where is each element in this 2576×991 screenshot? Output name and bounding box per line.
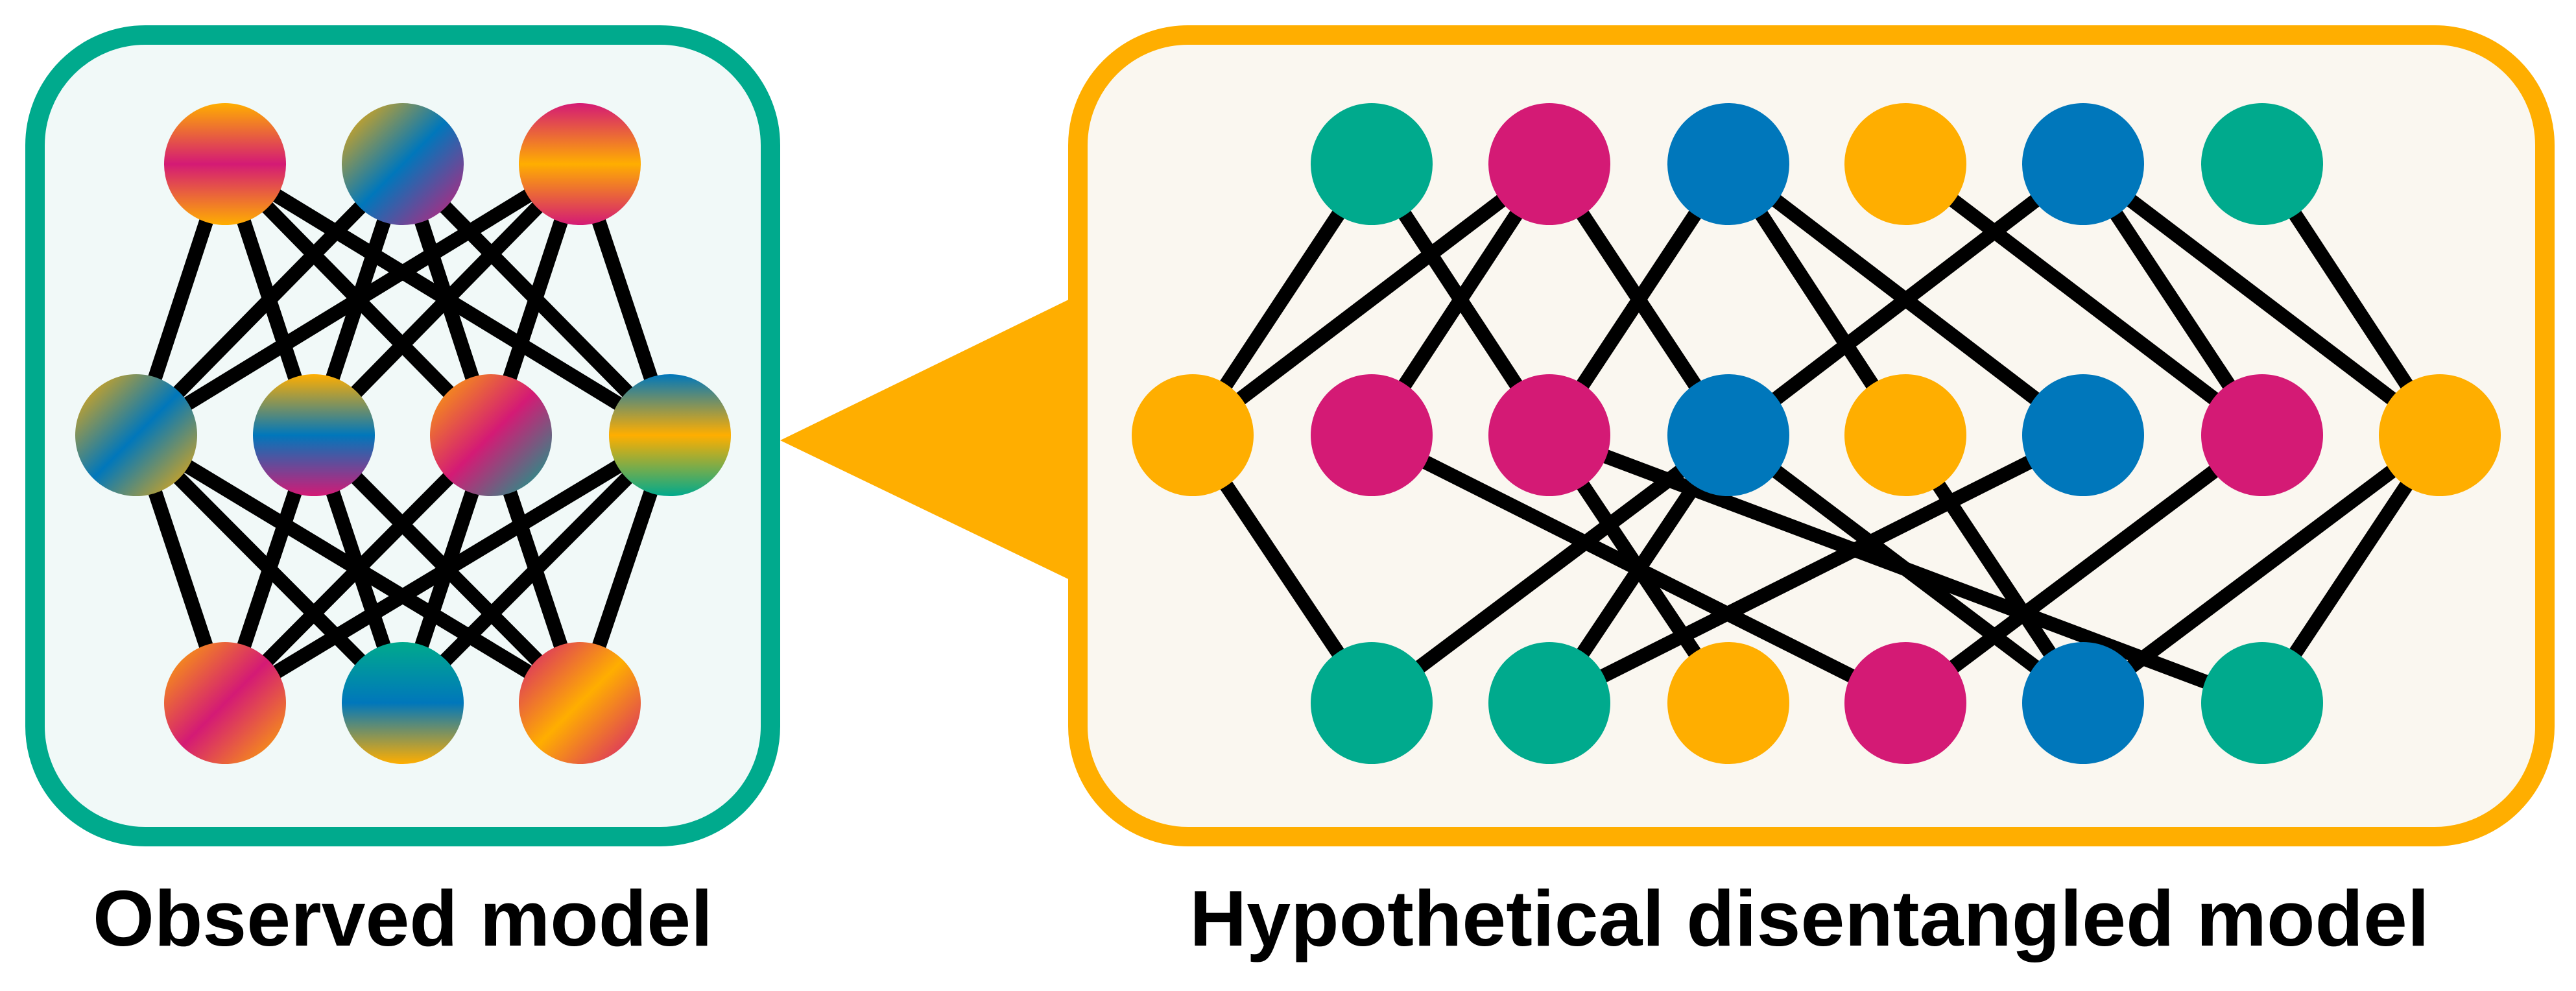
hypothetical-edge [1724, 158, 2088, 441]
observed-nodes [75, 103, 731, 764]
observed-node [342, 103, 464, 225]
observed-node [342, 642, 464, 764]
observed-node [430, 374, 552, 496]
hypothetical-node-orange [1667, 642, 1789, 764]
hypothetical-node-teal [1311, 103, 1433, 225]
hypothetical-node-magenta [1488, 374, 1610, 496]
hypothetical-node-teal [1488, 642, 1610, 764]
observed-node [519, 103, 641, 225]
observed-node [609, 374, 731, 496]
observed-edge [309, 159, 585, 440]
hypothetical-edge [1546, 429, 2086, 710]
observed-edge [131, 159, 408, 440]
hypothetical-node-magenta [1311, 374, 1433, 496]
hypothetical-node-magenta [1488, 103, 1610, 225]
observed-node [519, 642, 641, 764]
hypothetical-node-blue [2022, 642, 2144, 764]
hypothetical-edge [2079, 158, 2444, 441]
hypothetical-node-teal [2201, 642, 2323, 764]
observed-edge [398, 430, 675, 708]
observed-model-panel [25, 25, 780, 846]
observed-node [164, 642, 286, 764]
hypothetical-node-orange [2379, 374, 2501, 496]
observed-node [75, 374, 197, 496]
hypothetical-edge [1724, 429, 2088, 709]
observed-node [253, 374, 375, 496]
hypothetical-node-blue [1667, 374, 1789, 496]
observed-edge [221, 429, 674, 710]
hypothetical-node-blue [2022, 374, 2144, 496]
hypothetical-edge [2079, 429, 2444, 709]
hypothetical-node-blue [1667, 103, 1789, 225]
hypothetical-node-orange [1132, 374, 1254, 496]
hypothetical-node-blue [2022, 103, 2144, 225]
hypothetical-node-magenta [1844, 642, 1966, 764]
hypothetical-node-orange [1844, 103, 1966, 225]
hypothetical-node-teal [1311, 642, 1433, 764]
hypothetical-edge [1188, 158, 1554, 441]
hypothetical-model-label: Hypothetical disentangled model [1189, 874, 2429, 962]
hypothetical-edge [1901, 158, 2267, 441]
hypothetical-node-magenta [2201, 374, 2323, 496]
observed-edge [220, 430, 496, 708]
hypothetical-edge [1901, 429, 2267, 709]
hypothetical-node-orange [1844, 374, 1966, 496]
observed-node [164, 103, 286, 225]
observed-model-label: Observed model [93, 874, 713, 962]
callout-pointer [780, 296, 1077, 583]
observed-edge [132, 158, 584, 442]
hypothetical-nodes [1132, 103, 2501, 764]
hypothetical-edge [1367, 429, 1733, 709]
hypothetical-model-panel [1068, 25, 2555, 846]
hypothetical-node-teal [2201, 103, 2323, 225]
